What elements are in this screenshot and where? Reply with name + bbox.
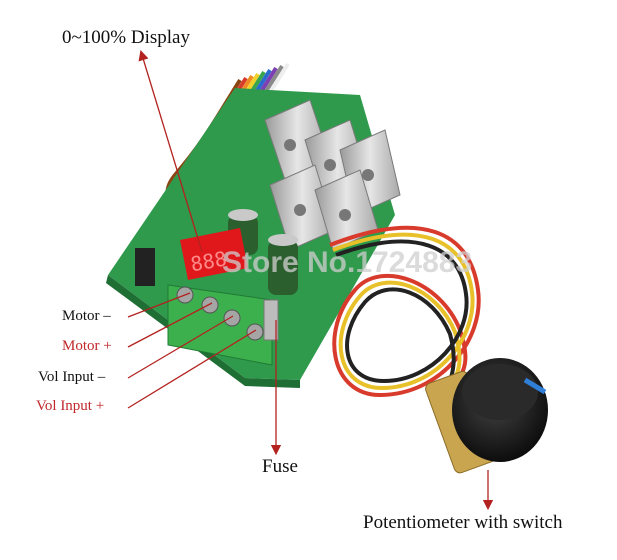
potentiometer-label: Potentiometer with switch (363, 512, 563, 533)
screw-terminals (167, 284, 273, 366)
vol-input-neg-label: Vol Input – (38, 369, 106, 385)
motor-pos-line (127, 302, 213, 348)
vol-neg-line (127, 315, 234, 379)
fuse-label: Fuse (262, 456, 298, 477)
annotation-lines (127, 50, 494, 511)
display-arrow (138, 50, 203, 253)
vol-input-pos-label: Vol Input + (36, 398, 105, 414)
knob-marker (523, 377, 547, 395)
capacitors (228, 209, 298, 295)
heatsinks (264, 99, 401, 251)
motor-pos-label: Motor + (62, 338, 112, 354)
potentiometer (425, 358, 548, 474)
display-label: 0~100% Display (62, 27, 190, 48)
motor-neg-line (127, 292, 191, 318)
fuse (263, 299, 279, 341)
header-pins (135, 248, 155, 286)
pot-wires (329, 225, 481, 398)
motor-neg-label: Motor – (62, 308, 111, 324)
watermark: Store No.1724883 (222, 246, 472, 279)
vol-pos-line (127, 329, 257, 409)
led-display: 888 (180, 228, 248, 280)
